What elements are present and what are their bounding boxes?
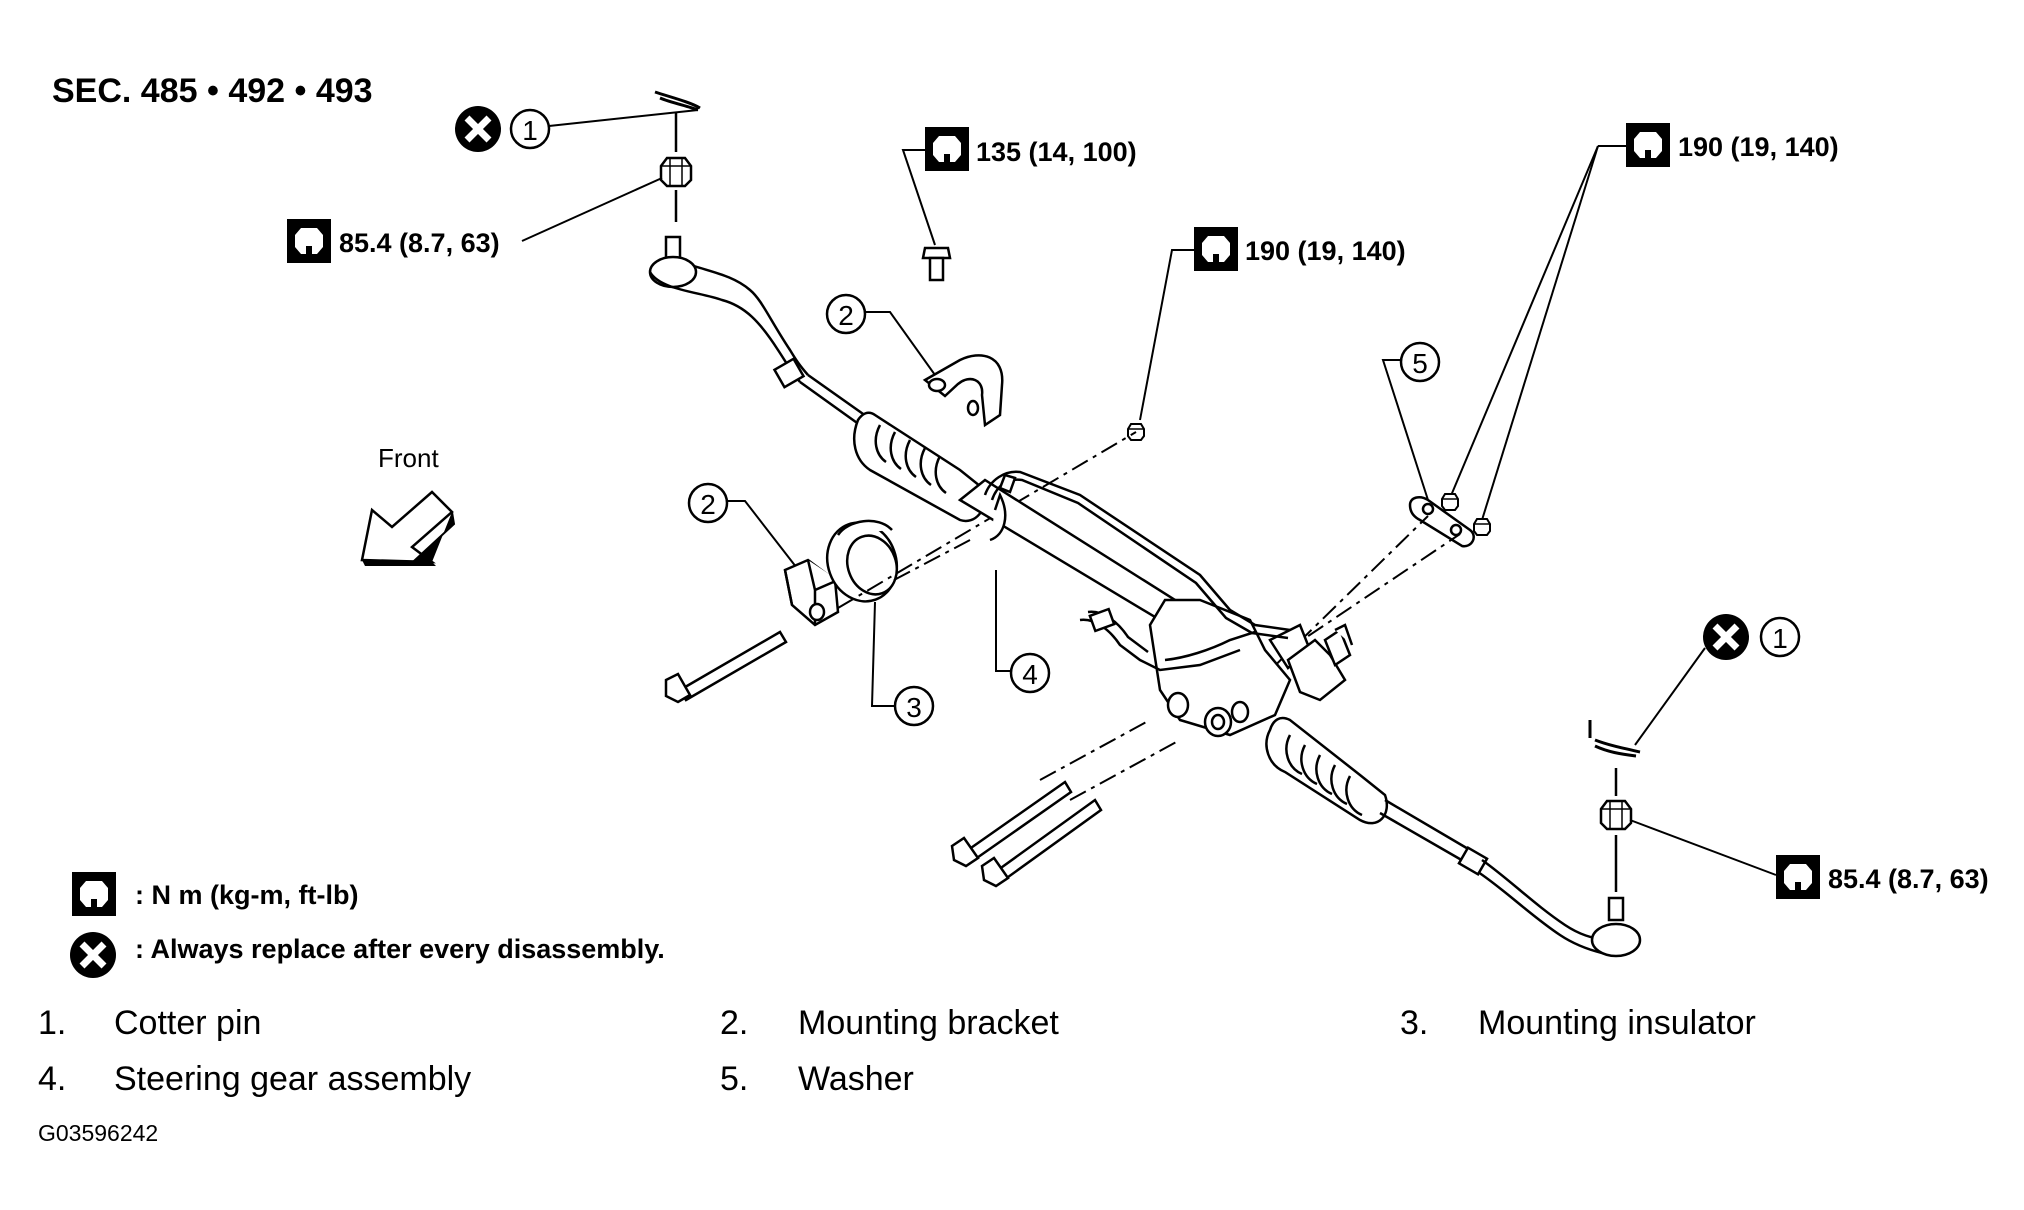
- center-torque-symbol: [1194, 227, 1238, 271]
- lower-tie-rod-end: [1590, 896, 1642, 958]
- lower-castle-nut: [1599, 799, 1633, 831]
- callout-2-left-label: 2: [700, 489, 716, 520]
- callout-4-label: 4: [1022, 659, 1038, 690]
- lower-right-torque-value: 85.4 (8.7, 63): [1828, 864, 1989, 894]
- upper-cotter-pin: [654, 90, 701, 112]
- callout-1-top-label: 1: [522, 115, 538, 146]
- lower-cotter-pin-symbol: [1703, 614, 1749, 660]
- upper-castle-nut: [659, 156, 693, 188]
- top-bolt-torque-value: 135 (14, 100): [976, 137, 1137, 167]
- leader-2-left: [727, 500, 801, 573]
- left-mounting-bracket: [783, 558, 840, 627]
- top-bracket-bolt: [921, 246, 952, 282]
- steering-gear-rack: [799, 373, 1606, 955]
- lower-mount-bolts: [950, 780, 1103, 888]
- leader-1-right: [1634, 647, 1706, 746]
- callout-3-label: 3: [906, 692, 922, 723]
- upper-torque-symbol: [287, 219, 331, 263]
- lower-torque-symbol: [1776, 855, 1820, 899]
- right-nuts-torque-value: 190 (19, 140): [1678, 132, 1839, 162]
- leader-right-nuts-b: [1449, 145, 1599, 499]
- callout-1-top: 1: [509, 108, 551, 150]
- right-mount-nut-2: [1473, 518, 1491, 536]
- callout-2-upper-label: 2: [838, 300, 854, 331]
- upper-tie-rod-end: [648, 235, 809, 389]
- mounting-insulator: [825, 519, 899, 603]
- leader-4: [995, 570, 1011, 672]
- section-title: SEC. 485 • 492 • 493: [52, 72, 373, 110]
- legend-torque-unit: : N m (kg-m, ft-lb): [135, 880, 358, 910]
- legend-replace-symbol: [70, 932, 116, 978]
- callout-2-upper: 2: [825, 293, 867, 335]
- leader-upper-nut: [521, 177, 663, 242]
- callout-5-label: 5: [1412, 348, 1428, 379]
- callout-1-right-label: 1: [1772, 623, 1788, 654]
- front-label: Front: [378, 443, 439, 473]
- upper-left-torque-value: 85.4 (8.7, 63): [339, 228, 500, 258]
- washer: [1408, 496, 1475, 548]
- hydraulic-lines: [983, 470, 1291, 672]
- leader-5: [1381, 359, 1429, 501]
- center-nut-torque-value: 190 (19, 140): [1245, 236, 1406, 266]
- callout-2-left: 2: [687, 482, 729, 524]
- leader-lower-nut: [1629, 819, 1777, 876]
- alignment-lines: [837, 431, 1461, 801]
- left-mount-bolt: [664, 630, 788, 704]
- upper-cotter-pin-symbol: [455, 106, 501, 152]
- callout-4: 4: [1009, 652, 1051, 694]
- right-mount-nut-1: [1441, 493, 1459, 511]
- leader-right-nuts-c: [1481, 145, 1599, 521]
- leader-2-upper: [865, 311, 941, 383]
- leader-center-nut: [1139, 249, 1194, 421]
- figure-code: G03596242: [38, 1120, 159, 1146]
- leader-top-bolt: [901, 149, 936, 246]
- lower-cotter-pin: [1588, 720, 1641, 758]
- callout-5: 5: [1399, 341, 1441, 383]
- leader-3: [870, 601, 895, 707]
- legend-replace-note: : Always replace after every disassembly…: [135, 934, 665, 964]
- legend-torque-symbol: [72, 872, 116, 916]
- callout-3: 3: [893, 685, 935, 727]
- top-torque-symbol: [925, 127, 969, 171]
- callout-1-right: 1: [1759, 616, 1801, 658]
- leader-1-top: [548, 109, 699, 127]
- front-direction-arrow: [360, 490, 456, 566]
- right-torque-symbol: [1626, 123, 1670, 167]
- upper-mounting-bracket: [922, 354, 1004, 428]
